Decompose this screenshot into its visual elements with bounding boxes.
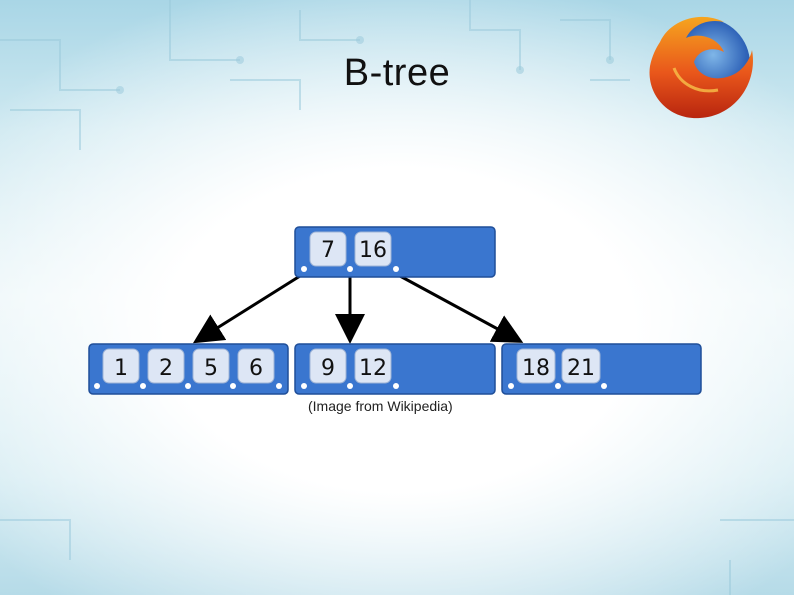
btree-child-node-middle: 9 12 [294,343,496,395]
middle-key-1: 12 [359,356,387,381]
pointer-dot [185,383,191,389]
left-key-0: 1 [114,356,128,381]
arrow-to-right-child [399,274,524,343]
key-box: 7 [309,231,347,267]
left-key-2: 5 [204,356,218,381]
btree-child-node-right: 18 21 [501,343,702,395]
right-key-0: 18 [522,356,550,381]
pointer-dot [276,383,282,389]
pointer-dot [393,266,399,272]
pointer-dot [230,383,236,389]
key-box: 5 [192,348,230,384]
root-key-0: 7 [321,238,335,263]
btree-root-node: 7 16 [294,226,496,278]
pointer-dot [555,383,561,389]
root-key-1: 16 [359,238,387,263]
btree-child-node-left: 1 2 5 6 [88,343,289,395]
key-box: 18 [516,348,556,384]
pointer-dot [601,383,607,389]
arrow-to-left-child [192,274,301,344]
pointer-dot [94,383,100,389]
key-box: 6 [237,348,275,384]
slide-title: B-tree [343,52,451,94]
left-key-1: 2 [159,356,173,381]
key-box: 12 [354,348,392,384]
pointer-dot [301,266,307,272]
pointer-dot [140,383,146,389]
pointer-dot [347,266,353,272]
left-key-3: 6 [249,356,263,381]
image-caption: (Image from Wikipedia) [308,398,453,414]
key-box: 1 [102,348,140,384]
pointer-dot [393,383,399,389]
key-box: 9 [309,348,347,384]
pointer-dot [347,383,353,389]
right-key-1: 21 [567,356,595,381]
firefox-logo-icon [649,16,753,119]
key-box: 21 [561,348,601,384]
pointer-dot [301,383,307,389]
middle-key-0: 9 [321,356,335,381]
pointer-dot [508,383,514,389]
key-box: 2 [147,348,185,384]
key-box: 16 [354,231,392,267]
